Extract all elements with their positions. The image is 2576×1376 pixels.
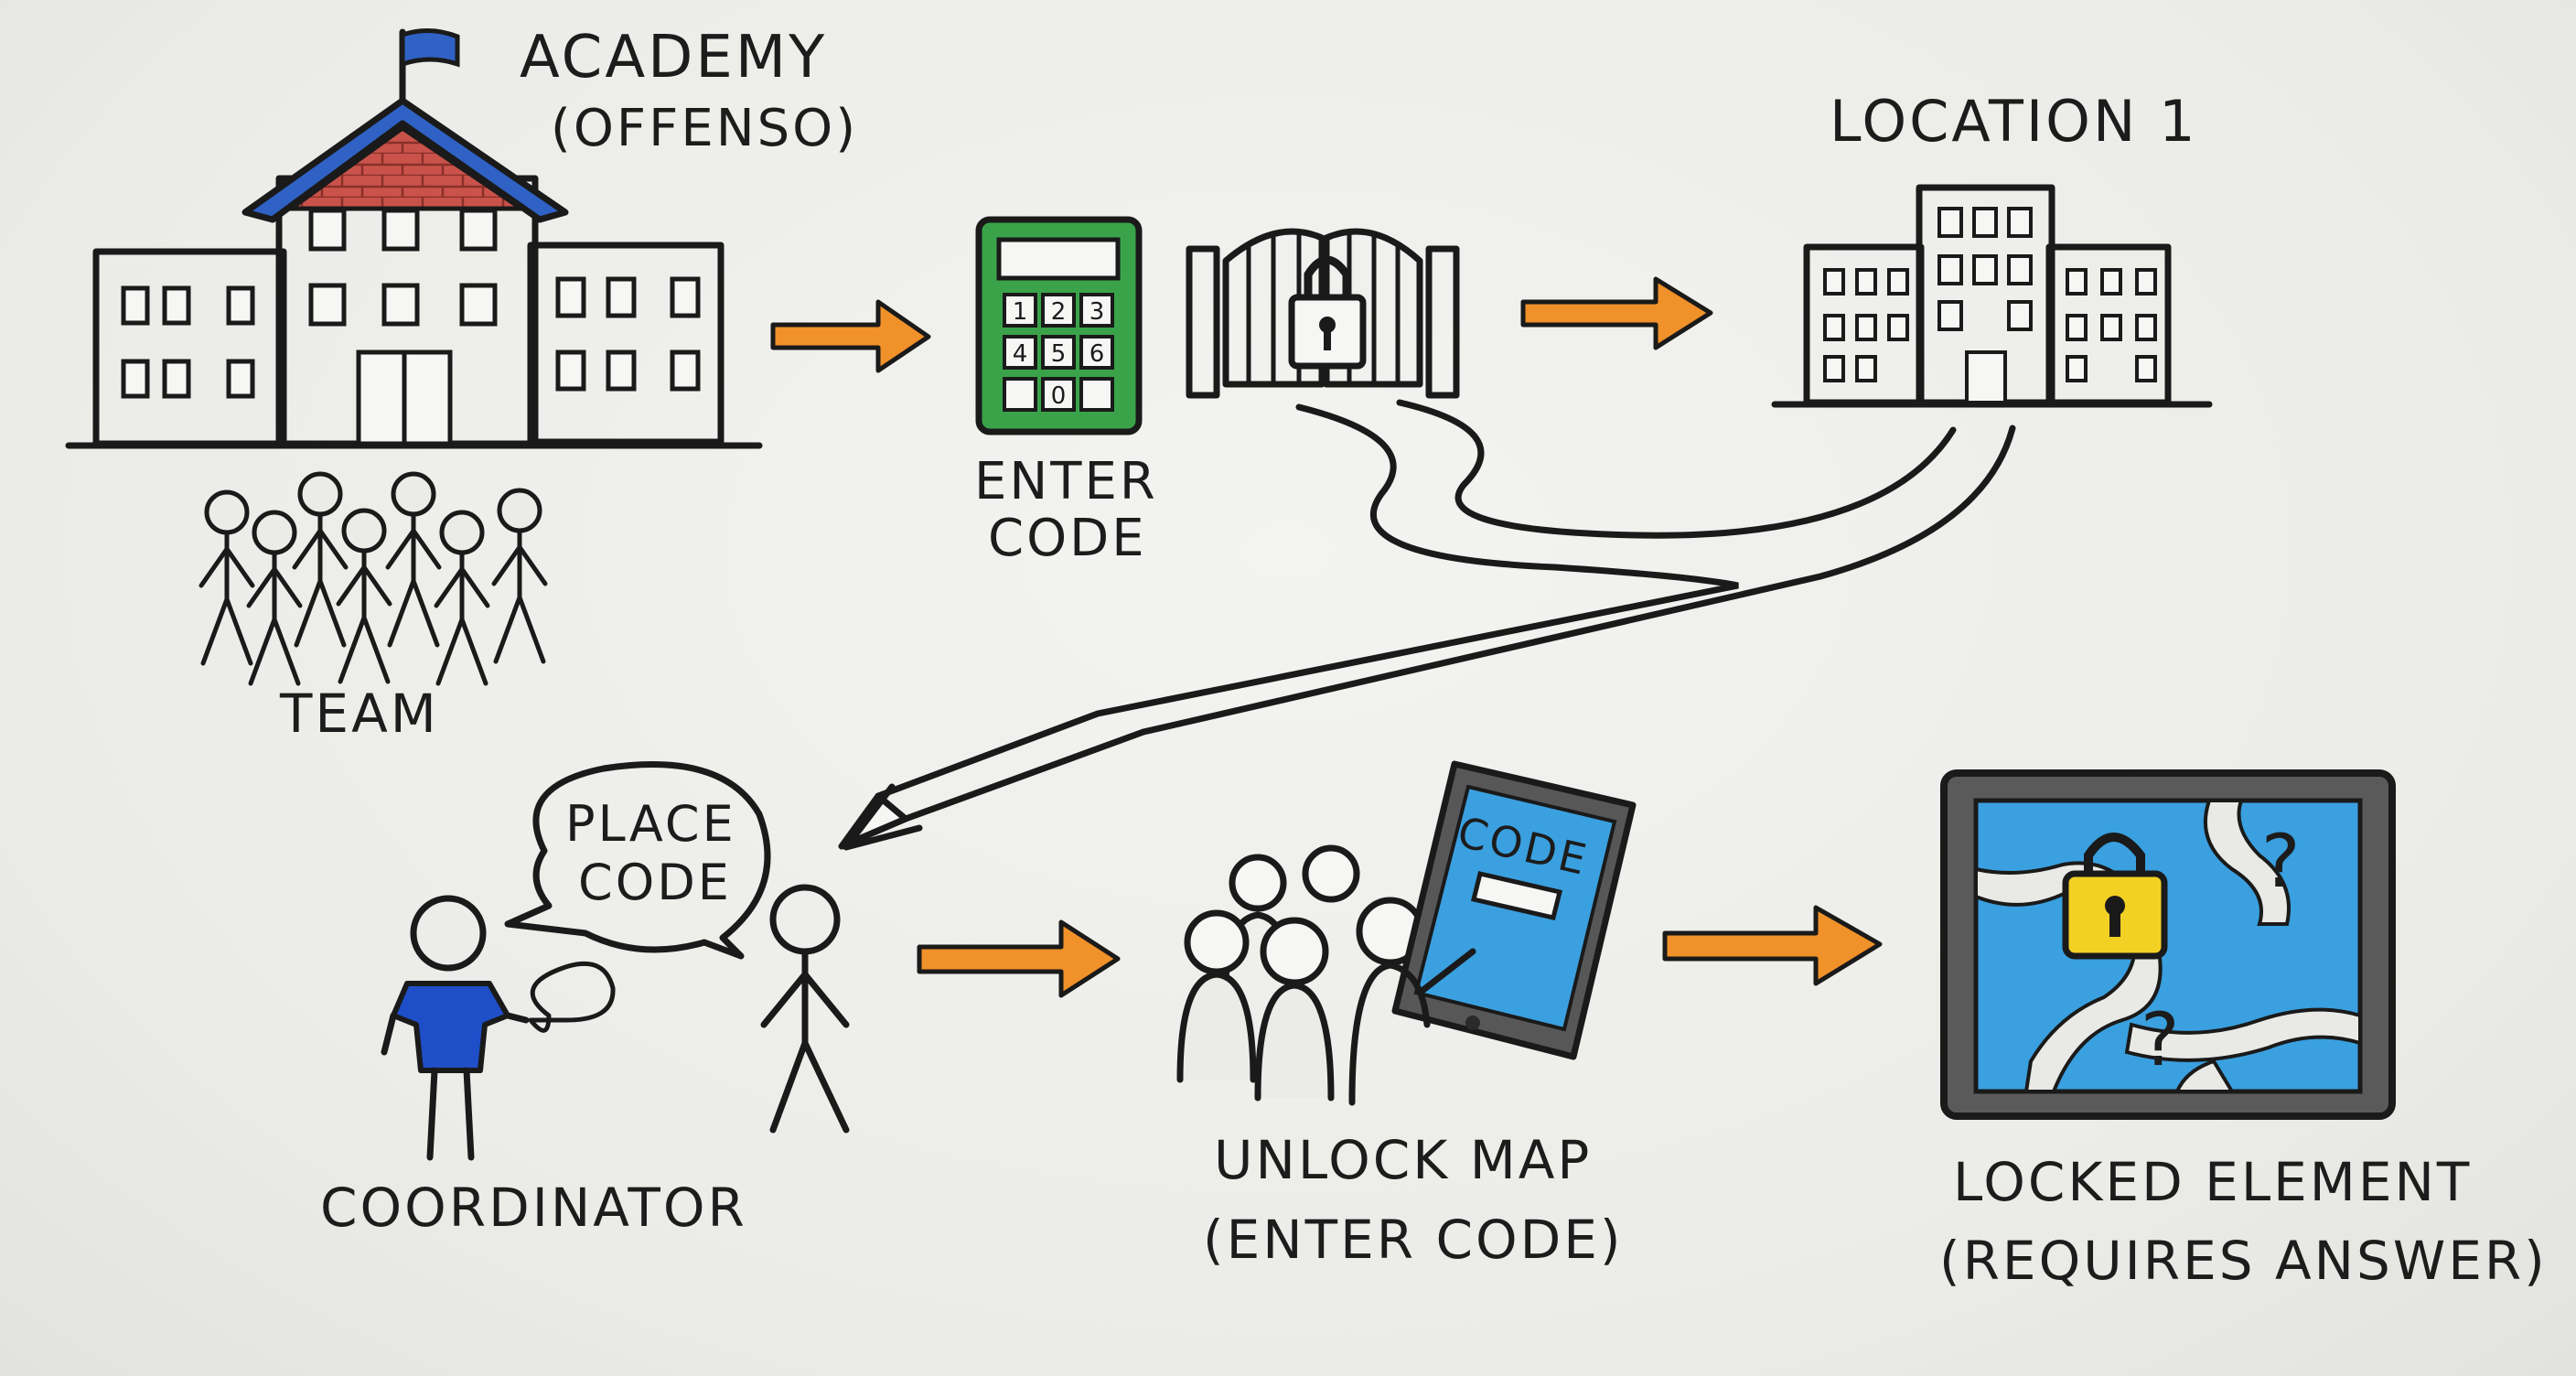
keypad-key [1003, 335, 1037, 370]
team-label: TEAM [280, 683, 439, 745]
arrow-3 [917, 919, 1121, 998]
keypad-blank-key [1079, 377, 1114, 412]
keypad-blank-key [1003, 377, 1037, 412]
unlock-map-label: UNLOCK MAP [1214, 1129, 1593, 1191]
enter-code-label-line2: CODE [988, 509, 1147, 568]
location-title: LOCATION 1 [1830, 88, 2198, 155]
keypad-key [1041, 377, 1076, 412]
keypad-key [1041, 335, 1076, 370]
academy-subtitle: (OFFENSO) [551, 99, 859, 158]
team-member-figure [434, 510, 490, 686]
keypad-key [1079, 293, 1114, 328]
team-member-figure [246, 510, 303, 686]
team-member-figure [292, 471, 349, 648]
coordinator-label: COORDINATOR [320, 1177, 747, 1239]
keypad-key [1079, 335, 1114, 370]
padlock-icon [1288, 255, 1367, 370]
enter-code-label-line1: ENTER [974, 452, 1158, 511]
keypad-key-label: 5 [1051, 340, 1067, 368]
team-member-figure [385, 471, 442, 648]
keypad-key-label: 4 [1013, 340, 1028, 368]
place-code-line2: CODE [578, 854, 732, 911]
locked-element-sublabel: (REQUIRES ANSWER) [1939, 1230, 2548, 1292]
path-arrow [838, 399, 2016, 851]
group-figures [1176, 844, 1425, 1102]
locked-map-icon [1940, 769, 2396, 1120]
arrow-4 [1662, 905, 1883, 986]
keypad-key [1003, 293, 1037, 328]
tablet-icon [1391, 760, 1637, 1060]
academy-title: ACADEMY [520, 24, 828, 91]
arrow-1 [770, 299, 931, 373]
coordinator-figure [381, 895, 530, 1161]
location-building-icon [1771, 184, 2213, 408]
keypad-key-label: 3 [1089, 298, 1105, 326]
keypad-key-label: 1 [1013, 298, 1028, 326]
keypad-key-label: 6 [1089, 340, 1105, 368]
keypad-key [1041, 293, 1076, 328]
question-mark-1: ? [2261, 819, 2301, 904]
unlock-map-sublabel: (ENTER CODE) [1203, 1209, 1624, 1271]
padlock-icon [2062, 833, 2168, 960]
locked-gate-icon [1186, 228, 1460, 399]
arrow-2 [1520, 276, 1713, 350]
speech-bubble-icon [504, 761, 771, 1033]
question-mark-2: ? [2141, 997, 2180, 1082]
keypad-key-label: 0 [1051, 382, 1067, 410]
keypad-key-label: 2 [1051, 298, 1067, 326]
group-front-figure [1348, 948, 1476, 1106]
academy-building-icon [65, 28, 763, 449]
team-member-figure [199, 489, 255, 666]
helper-stick-figure [760, 884, 850, 1134]
flag-icon [399, 28, 460, 104]
locked-element-label: LOCKED ELEMENT [1953, 1151, 2473, 1213]
team-member-figure [336, 508, 392, 684]
place-code-line1: PLACE [565, 795, 736, 853]
team-member-figure [491, 488, 548, 664]
stick-figure-team-icon [199, 471, 548, 686]
